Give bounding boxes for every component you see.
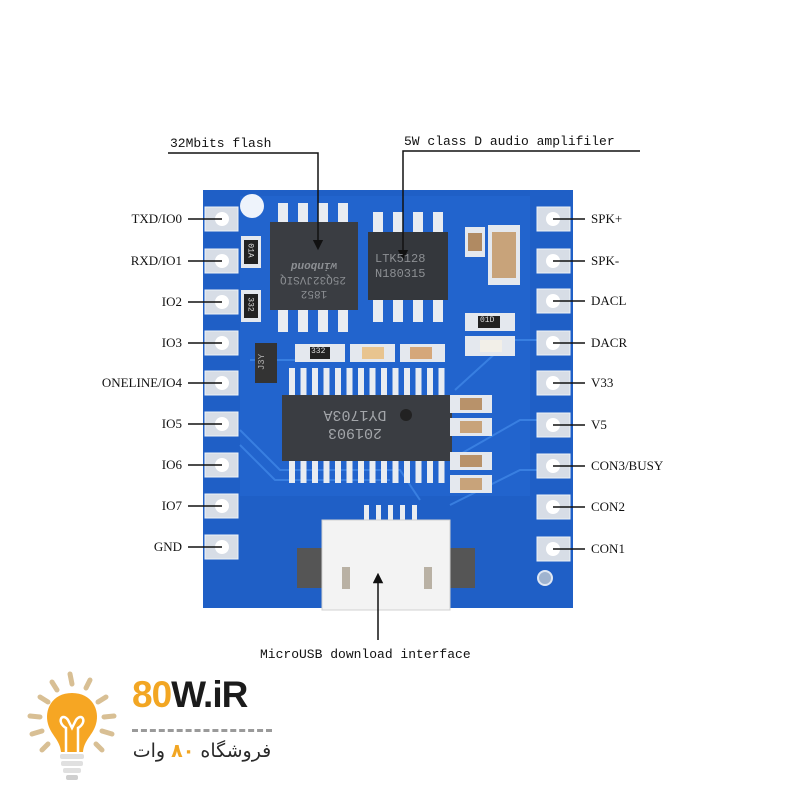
brand-name: W.iR bbox=[171, 674, 248, 715]
tagline-word: فروشگاه bbox=[200, 740, 272, 762]
pin-label-left: IO7 bbox=[161, 498, 182, 513]
mcu-pin bbox=[335, 368, 341, 395]
mcu-pin bbox=[289, 461, 295, 483]
mcu-pin bbox=[392, 461, 399, 483]
pin-label-left: IO3 bbox=[161, 335, 182, 350]
amplifier-chip bbox=[368, 232, 448, 300]
pin-label-left: IO2 bbox=[161, 294, 182, 309]
pin-label-left: RXD/IO1 bbox=[130, 253, 182, 268]
mcu-pin bbox=[404, 368, 410, 395]
brand-tagline: فروشگاه ۸۰ وات bbox=[128, 740, 276, 762]
mcu-pin bbox=[369, 461, 376, 483]
mcu-pin bbox=[323, 368, 330, 395]
mcu-pin bbox=[300, 461, 307, 483]
brand-number: 80 bbox=[132, 674, 172, 715]
pin-label-right: V33 bbox=[591, 375, 614, 390]
mcu-pin bbox=[438, 461, 445, 483]
mcu-pin bbox=[369, 368, 376, 395]
mcu-pin bbox=[346, 461, 353, 483]
resistor-marking: 01D bbox=[480, 316, 495, 325]
mcu-pin bbox=[427, 461, 433, 483]
mcu-pin bbox=[392, 368, 399, 395]
mcu-pin bbox=[381, 368, 387, 395]
pin-label-left: IO6 bbox=[161, 457, 182, 472]
tagline-number: ۸۰ bbox=[171, 740, 195, 762]
pin-label-right: DACL bbox=[591, 293, 627, 308]
pin-label-left: ONELINE/IO4 bbox=[101, 375, 182, 390]
mcu-pin bbox=[404, 461, 410, 483]
mcu-pin bbox=[346, 368, 353, 395]
mcu-pin bbox=[427, 368, 433, 395]
flash-marking-line: 1852 bbox=[300, 287, 328, 299]
mcu-pin bbox=[323, 461, 330, 483]
logo-divider bbox=[132, 729, 272, 732]
pin-label-right: SPK- bbox=[591, 253, 620, 268]
mcu-pin bbox=[358, 461, 364, 483]
flash-marking-line: 25Q32JVSIQ bbox=[279, 273, 346, 285]
mcu-pin bbox=[438, 368, 445, 395]
pin-label-right: V5 bbox=[591, 417, 607, 432]
resistor-marking: 332 bbox=[311, 347, 326, 356]
mcu-pin bbox=[415, 461, 422, 483]
amp-chip-marking: LTK5128 N180315 bbox=[375, 252, 425, 282]
amp-marking-line: N180315 bbox=[375, 267, 426, 281]
pin-label-right: DACR bbox=[591, 335, 628, 350]
mcu-pin bbox=[381, 461, 387, 483]
mcu-chip bbox=[282, 395, 452, 461]
micro-usb-port bbox=[297, 505, 475, 611]
mcu-pin bbox=[358, 368, 364, 395]
flash-chip bbox=[270, 222, 358, 310]
pin-label-left: TXD/IO0 bbox=[131, 211, 182, 226]
pin-label-left: GND bbox=[153, 539, 182, 554]
pin-label-right: CON1 bbox=[591, 541, 625, 556]
transistor-marking: J3Y bbox=[257, 353, 268, 371]
amp-marking-line: LTK5128 bbox=[375, 252, 426, 266]
mcu-pin bbox=[335, 461, 341, 483]
mcu-pin bbox=[289, 368, 295, 395]
bulb-logo-icon bbox=[27, 671, 117, 780]
flash-chip-marking: 1852 25Q32JVSIQ winbond bbox=[279, 258, 346, 300]
resistor-marking: 01A bbox=[245, 243, 255, 258]
resistor-marking: 332 bbox=[245, 297, 255, 312]
flash-annotation: 32Mbits flash bbox=[170, 136, 272, 151]
brand-logo-text: 80W.iR bbox=[132, 674, 248, 716]
pin-label-right: CON3/BUSY bbox=[591, 458, 664, 473]
pin-label-right: CON2 bbox=[591, 499, 625, 514]
mcu-pin bbox=[312, 368, 318, 395]
mcu-marking-line: 201903 bbox=[328, 424, 383, 441]
flash-marking-line: winbond bbox=[290, 259, 338, 271]
pin-label-left: IO5 bbox=[161, 416, 182, 431]
mcu-pin bbox=[312, 461, 318, 483]
mcu-pin bbox=[300, 368, 307, 395]
mcu-chip-marking: 201903 DY1703A bbox=[300, 405, 410, 441]
mcu-pin bbox=[415, 368, 422, 395]
amplifier-annotation: 5W class D audio amplifiler bbox=[404, 134, 615, 149]
mcu-marking-line: DY1703A bbox=[323, 406, 387, 423]
tagline-word: وات bbox=[132, 740, 166, 762]
pin-label-right: SPK+ bbox=[591, 211, 623, 226]
usb-annotation: MicroUSB download interface bbox=[260, 647, 471, 662]
